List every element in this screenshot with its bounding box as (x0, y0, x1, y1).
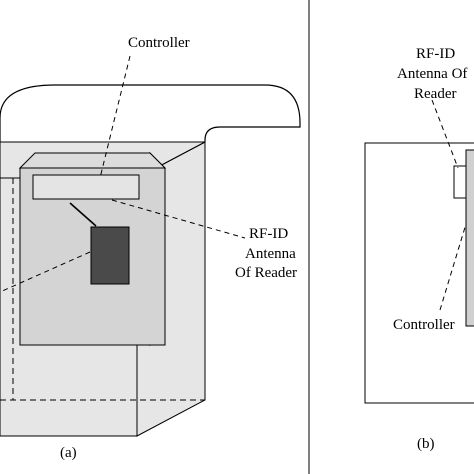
label-rfid-a-line2: Antenna (245, 246, 296, 262)
label-rfid-a-line3: Of Reader (235, 265, 297, 281)
label-rfid-b-line1: RF-ID (416, 46, 455, 62)
label-controller-a: Controller (128, 35, 190, 51)
caption-b: (b) (417, 436, 435, 452)
label-rfid-a-line1: RF-ID (249, 226, 288, 242)
leader-rfid-b (431, 99, 459, 169)
canopy-arch (0, 84, 301, 142)
controller-panel-b (465, 149, 474, 327)
label-rfid-b-line3: Reader (414, 86, 456, 102)
housing-outline-b (364, 142, 474, 404)
label-rfid-b-line2: Antenna Of (397, 66, 467, 82)
leader-controller-a (99, 55, 131, 179)
panel-b: RF-ID Antenna Of Reader Controller (b) (364, 46, 474, 452)
caption-a: (a) (60, 445, 77, 461)
antenna-wire (69, 202, 97, 227)
controller-module (32, 174, 140, 200)
controller-box-top (18, 152, 167, 169)
panel-a: Controller RF-ID Antenna Of Reader (a) (0, 35, 301, 461)
rfid-antenna-block (90, 226, 130, 285)
rfid-antenna-b (453, 165, 467, 199)
label-controller-b: Controller (393, 317, 455, 333)
leader-controller-b (439, 223, 467, 311)
leader-left-a (0, 251, 91, 293)
